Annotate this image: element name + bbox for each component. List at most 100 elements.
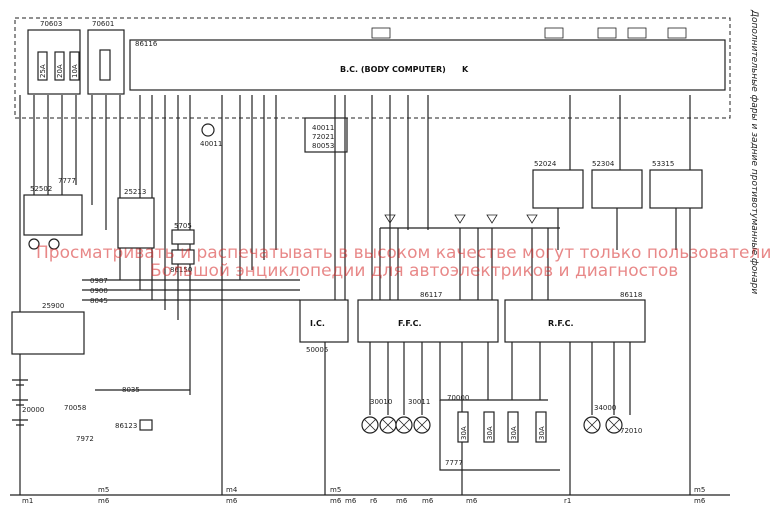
fuse-6-label: 30A — [510, 426, 518, 440]
connector-icon — [667, 27, 687, 39]
wire-8045: 8045 — [90, 297, 108, 305]
ground-label: m5 — [330, 486, 341, 494]
ic-label: I.C. — [310, 319, 325, 328]
ground-label: m5 — [694, 486, 705, 494]
ground-label: m6 — [694, 497, 706, 505]
fuse-2 — [54, 51, 65, 81]
ground-label: m6 — [396, 497, 408, 505]
fuse-5 — [483, 411, 495, 443]
code-53315: 53315 — [652, 160, 674, 168]
ic-module — [299, 299, 349, 343]
code-72021: 72021 — [312, 133, 334, 141]
fuse-4-label: 30A — [460, 426, 468, 440]
code-70601: 70601 — [92, 20, 114, 28]
ffc-module — [357, 299, 499, 343]
component-86150 — [171, 249, 195, 265]
fuse-7-label: 30A — [538, 426, 546, 440]
code-25213: 25213 — [124, 188, 146, 196]
code-40011: 40011 — [200, 140, 222, 148]
rfc-label: R.F.C. — [548, 319, 574, 328]
wire-7777: 7777 — [58, 177, 76, 185]
fuse-3 — [69, 51, 80, 81]
ground-label: r1 — [564, 497, 571, 505]
watermark-line-1: Просматривать и распечатывать в высоком … — [36, 243, 771, 263]
code-86123: 86123 — [115, 422, 137, 430]
ground-label: m1 — [22, 497, 33, 505]
code-30010: 30010 — [370, 398, 392, 406]
relay-53315 — [649, 169, 703, 209]
code-50005: 50005 — [306, 346, 328, 354]
relay-coil-70601 — [99, 49, 111, 81]
code-70058: 70058 — [64, 404, 86, 412]
code-52304: 52304 — [592, 160, 615, 168]
ground-labels: m1 m5 m6 m4 m6 m6 m5 m6 r6 m6 m6 m6 r1 m… — [22, 486, 706, 505]
ground-label: m6 — [466, 497, 478, 505]
battery-icon — [12, 379, 28, 426]
code-52024: 52024 — [534, 160, 557, 168]
side-title: Дополнительные фары и задние противотума… — [749, 9, 759, 294]
ground-label: m6 — [226, 497, 238, 505]
component-72021 — [304, 117, 348, 153]
code-86118: 86118 — [620, 291, 642, 299]
indicator-lamp-icon — [48, 238, 60, 250]
body-computer-box — [129, 39, 726, 91]
connector-icon — [371, 27, 391, 39]
connector-icon — [627, 27, 647, 39]
fuse-2-label: 20A — [56, 64, 64, 78]
wire-0900: 0900 — [90, 287, 108, 295]
code-70603: 70603 — [40, 20, 62, 28]
ground-label: m5 — [98, 486, 109, 494]
ground-label: m6 — [422, 497, 434, 505]
center-wires — [334, 95, 691, 495]
relay-52024 — [532, 169, 584, 209]
fuse-4 — [457, 411, 469, 443]
ground-label: m4 — [226, 486, 238, 494]
ffc-label: F.F.C. — [398, 319, 422, 328]
indicator-lamp-icon — [28, 238, 40, 250]
code-20000: 20000 — [22, 406, 44, 414]
code-25900: 25900 — [42, 302, 64, 310]
component-5705 — [171, 229, 195, 245]
component-86123 — [139, 419, 153, 431]
code-80053: 80053 — [312, 142, 334, 150]
code-40011b: 40011 — [312, 124, 334, 132]
code-30011: 30011 — [408, 398, 430, 406]
rear-fog-lamp-icons — [583, 416, 623, 434]
switch-52502 — [23, 194, 83, 236]
code-5705: 5705 — [174, 222, 192, 230]
fuse-5-label: 30A — [486, 426, 494, 440]
code-34000: 34000 — [594, 404, 616, 412]
code-70000: 70000 — [447, 394, 469, 402]
code-72010: 72010 — [620, 427, 642, 435]
ground-label: m6 — [330, 497, 342, 505]
code-86150: 86150 — [170, 266, 192, 274]
fuse-1 — [37, 51, 48, 81]
relay-25213 — [117, 197, 155, 249]
relay-52304 — [591, 169, 643, 209]
ground-label: r6 — [370, 497, 378, 505]
wire-0987: 0987 — [90, 277, 108, 285]
fuse-1-label: 25A — [39, 64, 47, 78]
fuse-6 — [507, 411, 519, 443]
body-computer-label: B.C. (BODY COMPUTER) — [340, 65, 446, 74]
switch-25900 — [11, 311, 85, 355]
fog-lamp-icons — [361, 416, 431, 434]
diode-row — [379, 214, 560, 300]
connector-icon — [597, 27, 617, 39]
wire-7972: 7972 — [76, 435, 94, 443]
top-left-wires — [19, 95, 277, 495]
watermark-line-2: Большой энциклопедии для автоэлектриков … — [150, 261, 678, 281]
rfc-module — [504, 299, 646, 343]
code-52502: 52502 — [30, 185, 52, 193]
fuse-7 — [535, 411, 547, 443]
connector-icon — [544, 27, 564, 39]
body-computer-k: K — [462, 65, 469, 74]
wire-7777b: 7777 — [445, 459, 463, 467]
code-86116: 86116 — [135, 40, 158, 48]
code-86117: 86117 — [420, 291, 442, 299]
ground-label: m6 — [98, 497, 110, 505]
fuse-3-label: 10A — [71, 64, 79, 78]
ground-label: m6 — [345, 497, 357, 505]
sensor-40011 — [201, 123, 215, 137]
